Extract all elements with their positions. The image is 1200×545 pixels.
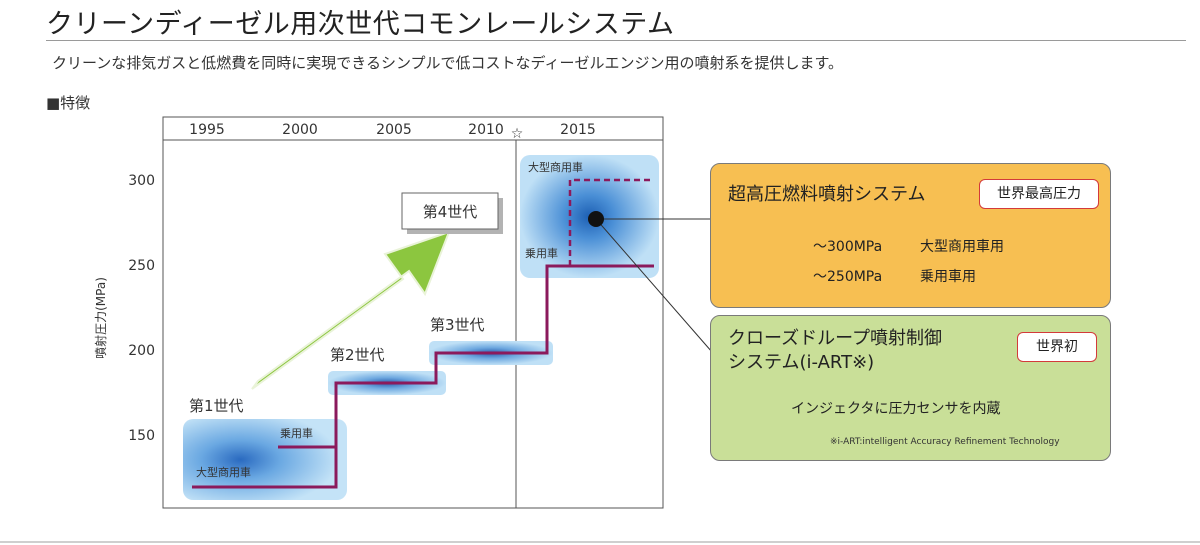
- bottom-divider: [0, 541, 1200, 543]
- spec-250-value: 〜250MPa: [813, 269, 883, 285]
- leader-line-green: [595, 218, 713, 353]
- world-highest-pressure-badge: 世界最高圧力: [979, 179, 1099, 209]
- focus-point: [588, 211, 604, 227]
- page-title: クリーンディーゼル用次世代コモンレールシステム: [46, 9, 675, 40]
- closed-loop-heading-line1: クローズドループ噴射制御: [728, 328, 943, 349]
- page-subtitle: クリーンな排気ガスと低燃費を同時に実現できるシンプルで低コストなディーゼルエンジ…: [52, 54, 843, 72]
- y-tick-300: 300: [128, 173, 155, 189]
- ultra-high-pressure-heading: 超高圧燃料噴射システム: [728, 184, 926, 205]
- features-heading: ■特徴: [46, 94, 91, 112]
- y-axis-label: 噴射圧力(MPa): [93, 277, 108, 359]
- gen1-label: 第1世代: [189, 397, 244, 415]
- world-first-badge: 世界初: [1017, 332, 1097, 362]
- chart-frame: [162, 116, 664, 509]
- spec-300-use: 大型商用車用: [920, 239, 1004, 255]
- y-tick-250: 250: [128, 258, 155, 274]
- gen1-passenger-label: 乗用車: [280, 426, 313, 440]
- gen4-label-box: [401, 192, 499, 230]
- progress-arrow-icon: [251, 230, 451, 390]
- title-divider: [46, 40, 1186, 41]
- year-label-1995: 1995: [189, 122, 225, 138]
- ultra-high-pressure-callout: 超高圧燃料噴射システム 世界最高圧力 〜300MPa 大型商用車用 〜250MP…: [710, 163, 1111, 308]
- gen4-heavy-label: 大型商用車: [528, 160, 583, 174]
- star-marker-icon: ☆: [511, 126, 524, 142]
- year-label-2000: 2000: [282, 122, 318, 138]
- closed-loop-control-callout: クローズドループ噴射制御 システム(i-ART※) 世界初 インジェクタに圧力セ…: [710, 315, 1111, 461]
- y-tick-200: 200: [128, 343, 155, 359]
- gen4-heavy-dashed-line: [568, 178, 654, 266]
- pressure-step-line: [192, 264, 654, 489]
- closed-loop-description: インジェクタに圧力センサを内蔵: [791, 401, 1001, 417]
- gen4-label: 第4世代: [423, 203, 478, 221]
- gen4-passenger-label: 乗用車: [525, 246, 558, 260]
- year-label-2005: 2005: [376, 122, 412, 138]
- gen2-label: 第2世代: [330, 346, 385, 364]
- gen1-heavy-label: 大型商用車: [196, 465, 251, 479]
- closed-loop-heading-line2: システム(i-ART※): [728, 352, 875, 373]
- year-label-2010: 2010: [468, 122, 504, 138]
- gen3-label: 第3世代: [430, 316, 485, 334]
- gen1-pressure-zone: [183, 419, 347, 500]
- spec-250-use: 乗用車用: [920, 269, 976, 285]
- year-label-2015: 2015: [560, 122, 596, 138]
- y-tick-150: 150: [128, 428, 155, 444]
- i-art-footnote: ※i-ART:intelligent Accuracy Refinement T…: [830, 437, 1060, 447]
- spec-300-value: 〜300MPa: [813, 239, 883, 255]
